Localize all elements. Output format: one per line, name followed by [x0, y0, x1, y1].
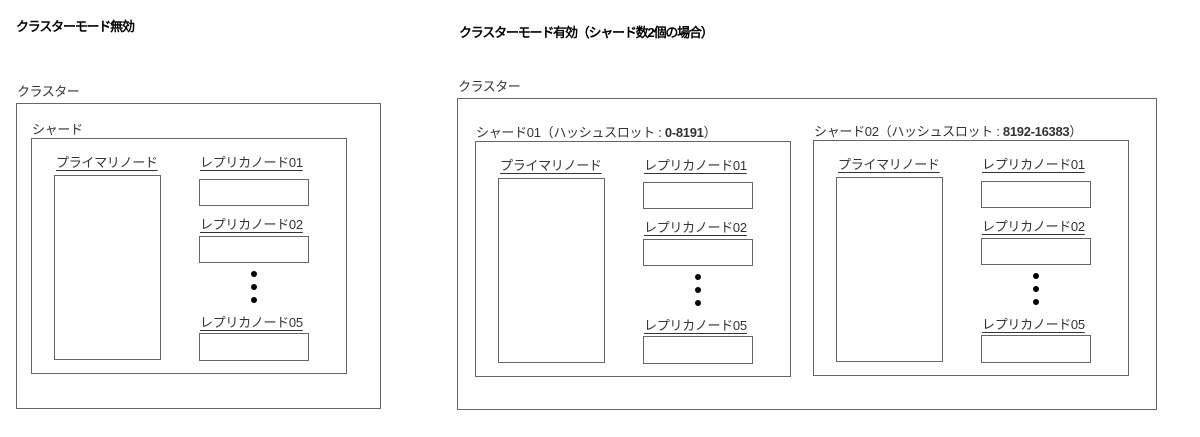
- shard-box: プライマリノード レプリカノード01 レプリカノード02 レプリカノード05: [475, 141, 791, 377]
- replica-node-01-box: [199, 179, 309, 206]
- shard-label-prefix: シャード01（ハッシュスロット :: [476, 125, 665, 140]
- left-panel-title: クラスターモード無効: [16, 19, 135, 34]
- ellipsis-dots: [981, 273, 1091, 305]
- ellipsis-dots: [199, 271, 309, 303]
- primary-node-label: プライマリノード: [500, 158, 602, 173]
- dot: [1033, 273, 1039, 279]
- replica-node-01-label: レプリカノード01: [644, 158, 747, 173]
- shard-label-suffix: ）: [1069, 124, 1083, 139]
- replica-node-05-box: [981, 335, 1091, 363]
- shard-label: シャード: [32, 119, 83, 138]
- replica-node-01-label: レプリカノード01: [200, 155, 303, 170]
- dot: [695, 300, 701, 306]
- dot: [251, 297, 257, 303]
- replica-node-01-box: [643, 182, 753, 209]
- replica-node-02-label: レプリカノード02: [644, 220, 747, 235]
- replica-node-05-label: レプリカノード05: [200, 315, 303, 330]
- primary-node-box: [498, 178, 605, 363]
- replica-node-02-box: [199, 236, 309, 263]
- shard-label-suffix: ）: [703, 125, 717, 140]
- right-cluster-box: シャード01（ハッシュスロット : 0-8191） プライマリノード レプリカノ…: [457, 98, 1157, 410]
- shard-label-hash-slots: 8192-16383: [1002, 124, 1070, 139]
- dot: [1033, 299, 1039, 305]
- right-panel-title: クラスターモード有効（シャード数2個の場合）: [459, 25, 714, 40]
- primary-node-label: プライマリノード: [838, 157, 940, 172]
- replica-node-05-box: [643, 336, 753, 364]
- shard-box: プライマリノード レプリカノード01 レプリカノード02 レプリカノード05: [813, 140, 1129, 376]
- replica-node-02-box: [643, 239, 753, 266]
- primary-node-label: プライマリノード: [56, 155, 158, 170]
- right-cluster-label: クラスター: [458, 79, 521, 94]
- left-cluster-box: シャード プライマリノード レプリカノード01 レプリカノード02 レプリカノー…: [16, 103, 381, 409]
- replica-node-05-label: レプリカノード05: [982, 317, 1085, 332]
- primary-node-box: [836, 177, 943, 362]
- primary-node-box: [54, 175, 161, 360]
- replica-node-02-box: [981, 238, 1091, 265]
- dot: [1033, 286, 1039, 292]
- dot: [251, 284, 257, 290]
- replica-node-02-label: レプリカノード02: [982, 219, 1085, 234]
- shard-label-hash-slots: 0-8191: [664, 125, 704, 140]
- replica-node-02-label: レプリカノード02: [200, 217, 303, 232]
- dot: [251, 271, 257, 277]
- shard-02-label: シャード02（ハッシュスロット : 8192-16383）: [814, 121, 1082, 140]
- replica-node-05-label: レプリカノード05: [644, 318, 747, 333]
- shard-01-label: シャード01（ハッシュスロット : 0-8191）: [476, 122, 717, 141]
- shard-label-prefix: シャード: [32, 122, 83, 137]
- shard-02: シャード02（ハッシュスロット : 8192-16383） プライマリノード レ…: [813, 121, 1129, 377]
- dot: [695, 274, 701, 280]
- replica-node-01-box: [981, 181, 1091, 208]
- left-cluster-label: クラスター: [17, 84, 80, 99]
- shard: シャード プライマリノード レプリカノード01 レプリカノード02 レプリカノー…: [31, 119, 347, 375]
- shard-label-prefix: シャード02（ハッシュスロット :: [814, 124, 1003, 139]
- shard-01: シャード01（ハッシュスロット : 0-8191） プライマリノード レプリカノ…: [475, 122, 791, 378]
- dot: [695, 287, 701, 293]
- replica-node-05-box: [199, 333, 309, 361]
- replica-node-01-label: レプリカノード01: [982, 157, 1085, 172]
- ellipsis-dots: [643, 274, 753, 306]
- shard-box: プライマリノード レプリカノード01 レプリカノード02 レプリカノード05: [31, 138, 347, 374]
